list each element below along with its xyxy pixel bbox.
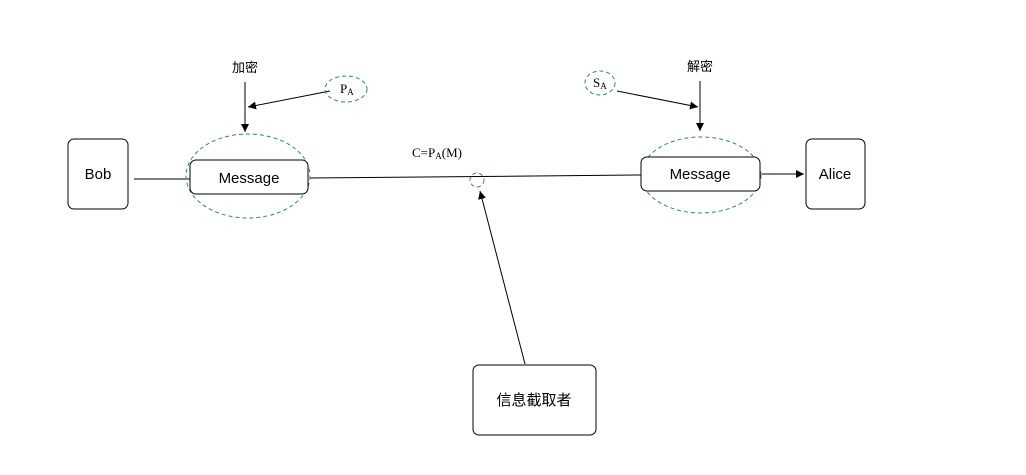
message-right-label: Message xyxy=(670,166,731,183)
secret-key-arrow xyxy=(616,90,699,110)
alice-box[interactable] xyxy=(805,138,866,210)
cipher-suffix: (M) xyxy=(442,145,462,160)
alice-label: Alice xyxy=(819,166,852,183)
public-key-main: P xyxy=(340,81,347,96)
interceptor-label: 信息截取者 xyxy=(496,392,571,409)
message-left-box[interactable] xyxy=(189,159,309,195)
interceptor-arrow xyxy=(478,190,526,365)
encrypt-region-outline xyxy=(185,133,311,219)
public-key-outline xyxy=(324,75,368,103)
cipher-sub: A xyxy=(435,151,442,161)
intercept-point-outline xyxy=(469,172,485,188)
secret-key-sub: A xyxy=(600,81,607,91)
message-right-box[interactable] xyxy=(640,156,761,192)
bob-box[interactable] xyxy=(67,138,129,210)
cipher-prefix: C=P xyxy=(412,145,435,160)
secret-key-main: S xyxy=(593,75,600,90)
ciphertext-label: C=PA(M) xyxy=(412,145,462,161)
public-key-sub: A xyxy=(347,87,354,97)
bob-label: Bob xyxy=(85,166,112,183)
channel-line xyxy=(309,174,642,179)
message-left-label: Message xyxy=(219,170,280,187)
public-key-arrow xyxy=(247,90,331,110)
secret-key-label: SA xyxy=(593,75,607,91)
secret-key-outline xyxy=(584,70,616,96)
encrypt-label: 加密 xyxy=(232,60,258,76)
public-key-label: PA xyxy=(340,81,354,97)
decrypt-label: 解密 xyxy=(687,59,713,75)
interceptor-box[interactable] xyxy=(472,364,597,436)
